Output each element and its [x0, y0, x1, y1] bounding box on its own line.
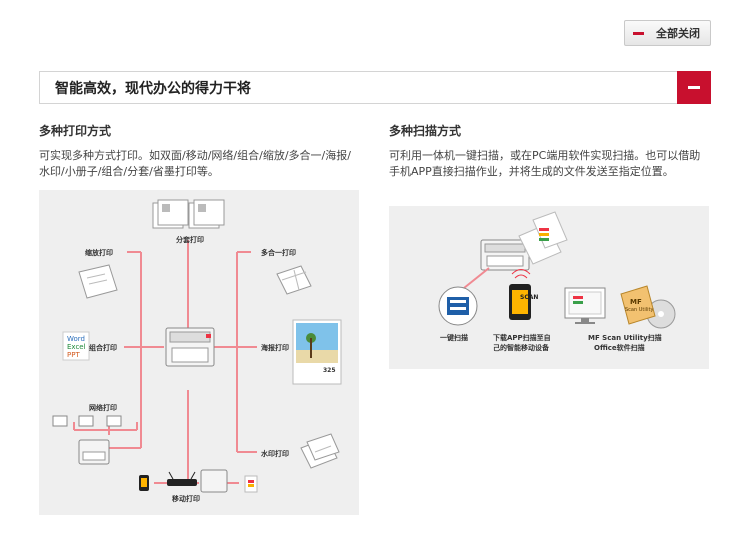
printer-icon — [165, 327, 215, 367]
scan-diagram-graphic — [438, 211, 676, 329]
label-pc-scan-line2: Office软件扫描 — [594, 344, 645, 352]
network-computers-icon — [52, 415, 122, 465]
document-types-icon — [62, 331, 90, 361]
print-methods-heading: 多种打印方式 — [39, 124, 112, 138]
print-methods-diagram: 分套打印 缩放打印 多合一打印 组合打印 海报打印 网络打印 水印打印 移动打印… — [39, 190, 359, 515]
phone-scan-text: SCAN — [520, 294, 539, 301]
label-app-scan-line1: 下载APP扫描至自 — [493, 334, 551, 342]
section-title: 智能高效，现代办公的得力干将 — [55, 80, 251, 97]
phone-scan-app-icon — [509, 269, 531, 320]
minus-icon — [633, 31, 644, 35]
collapse-all-button[interactable]: 全部关闭 — [624, 20, 711, 46]
box-text-product: Scan Utility — [625, 307, 654, 313]
mfp-printer-icon — [480, 239, 530, 271]
collate-pages-icon — [152, 199, 225, 229]
scan-methods-column: 多种扫描方式 可利用一体机一键扫描，或在PC端用软件实现扫描。也可以借助手机AP… — [389, 122, 709, 180]
doc-type-ppt: PPT — [67, 351, 80, 359]
label-watermark: 水印打印 — [261, 450, 289, 458]
section-header[interactable]: 智能高效，现代办公的得力干将 — [39, 71, 711, 104]
doc-type-word: Word — [67, 335, 85, 343]
label-mobile: 移动打印 — [172, 495, 200, 503]
label-network: 网络打印 — [89, 404, 117, 412]
multi-up-page-icon — [276, 265, 312, 295]
scan-methods-heading: 多种扫描方式 — [389, 124, 462, 138]
scan-methods-diagram: SCAN MF Scan Utility 一键扫描 下载APP扫描至自 己的智能… — [389, 206, 709, 369]
label-poster: 海报打印 — [261, 344, 289, 352]
print-methods-column: 多种打印方式 可实现多种方式打印。如双面/移动/网络/组合/缩放/多合一/海报/… — [39, 122, 359, 180]
booklet-page-icon — [78, 264, 118, 299]
one-touch-scan-panel-icon — [438, 286, 478, 326]
software-box-icon — [620, 285, 676, 329]
minus-icon — [688, 86, 700, 89]
box-text-mf: MF — [630, 298, 642, 306]
doc-type-excel: Excel — [67, 343, 86, 351]
label-pc-scan-line1: MF Scan Utility扫描 — [588, 334, 662, 342]
label-booklet: 缩放打印 — [85, 249, 113, 257]
section-collapse-toggle[interactable] — [677, 71, 711, 104]
print-diagram-graphic — [52, 199, 342, 493]
pc-monitor-icon — [564, 287, 606, 324]
mobile-printing-icon — [139, 469, 258, 493]
poster-image-icon — [292, 319, 342, 385]
label-app-scan-line2: 己的智能移动设备 — [493, 344, 549, 352]
scanned-document-icon — [518, 211, 568, 265]
label-combine: 组合打印 — [89, 344, 117, 352]
connector-line — [463, 267, 490, 289]
label-collate: 分套打印 — [176, 236, 204, 244]
poster-number: 325 — [323, 367, 336, 374]
collapse-all-label: 全部关闭 — [656, 27, 700, 40]
label-multi-up: 多合一打印 — [261, 249, 296, 257]
print-methods-description: 可实现多种方式打印。如双面/移动/网络/组合/缩放/多合一/海报/水印/小册子/… — [39, 149, 351, 178]
watermark-pages-icon — [300, 433, 340, 469]
scan-methods-description: 可利用一体机一键扫描，或在PC端用软件实现扫描。也可以借助手机APP直接扫描作业… — [389, 149, 701, 178]
label-one-touch-scan: 一键扫描 — [440, 334, 468, 342]
